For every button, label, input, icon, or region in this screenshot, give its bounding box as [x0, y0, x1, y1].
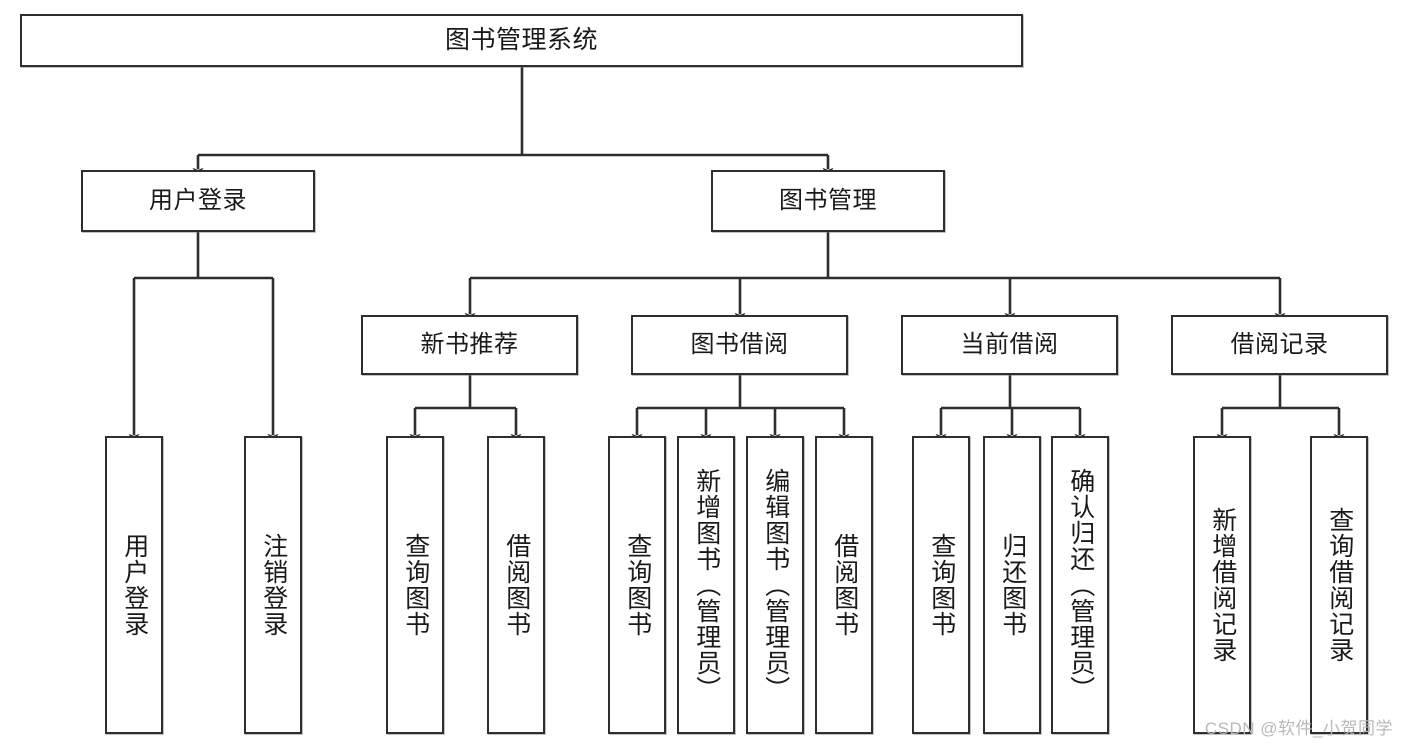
node-records[interactable]: 借阅记录 — [1171, 315, 1388, 375]
node-leaf-rec-1[interactable]: 新增借阅记录 — [1193, 436, 1251, 734]
node-leaf-new-1[interactable]: 查询图书 — [386, 436, 444, 734]
node-label: 用户登录 — [149, 187, 247, 215]
node-label: 借阅图书 — [830, 533, 859, 637]
node-leaf-borrow-1[interactable]: 查询图书 — [608, 436, 666, 734]
node-label: 注销登录 — [259, 533, 288, 637]
node-label: 图书管理系统 — [444, 26, 598, 54]
node-root[interactable]: 图书管理系统 — [20, 14, 1023, 67]
node-leaf-cur-3[interactable]: 确认归还（管理员） — [1051, 436, 1109, 734]
node-label: 确认归还（管理员） — [1066, 468, 1095, 702]
node-label: 图书管理 — [779, 187, 877, 215]
node-newbook[interactable]: 新书推荐 — [361, 315, 578, 375]
node-label: 查询借阅记录 — [1325, 507, 1354, 663]
node-label: 借阅记录 — [1230, 331, 1329, 359]
node-label: 新增借阅记录 — [1208, 507, 1237, 663]
node-label: 编辑图书（管理员） — [761, 468, 790, 702]
node-borrow[interactable]: 图书借阅 — [631, 315, 848, 375]
node-leaf-login-2[interactable]: 注销登录 — [244, 436, 302, 734]
node-label: 查询图书 — [927, 533, 956, 637]
node-label: 新增图书（管理员） — [692, 468, 721, 702]
node-leaf-rec-2[interactable]: 查询借阅记录 — [1310, 436, 1368, 734]
node-leaf-new-2[interactable]: 借阅图书 — [487, 436, 545, 734]
node-label: 查询图书 — [623, 533, 652, 637]
node-label: 归还图书 — [998, 533, 1027, 637]
node-label: 当前借阅 — [960, 331, 1059, 359]
node-login[interactable]: 用户登录 — [81, 170, 315, 232]
node-bookmgmt[interactable]: 图书管理 — [711, 170, 945, 232]
node-label: 借阅图书 — [502, 533, 531, 637]
node-label: 用户登录 — [120, 533, 149, 637]
node-label: 新书推荐 — [420, 331, 519, 359]
node-leaf-cur-2[interactable]: 归还图书 — [983, 436, 1041, 734]
node-current[interactable]: 当前借阅 — [901, 315, 1118, 375]
node-label: 图书借阅 — [690, 331, 789, 359]
node-leaf-borrow-4[interactable]: 借阅图书 — [815, 436, 873, 734]
node-leaf-login-1[interactable]: 用户登录 — [105, 436, 163, 734]
node-leaf-cur-1[interactable]: 查询图书 — [912, 436, 970, 734]
node-label: 查询图书 — [401, 533, 430, 637]
node-leaf-borrow-3[interactable]: 编辑图书（管理员） — [746, 436, 804, 734]
node-leaf-borrow-2[interactable]: 新增图书（管理员） — [677, 436, 735, 734]
